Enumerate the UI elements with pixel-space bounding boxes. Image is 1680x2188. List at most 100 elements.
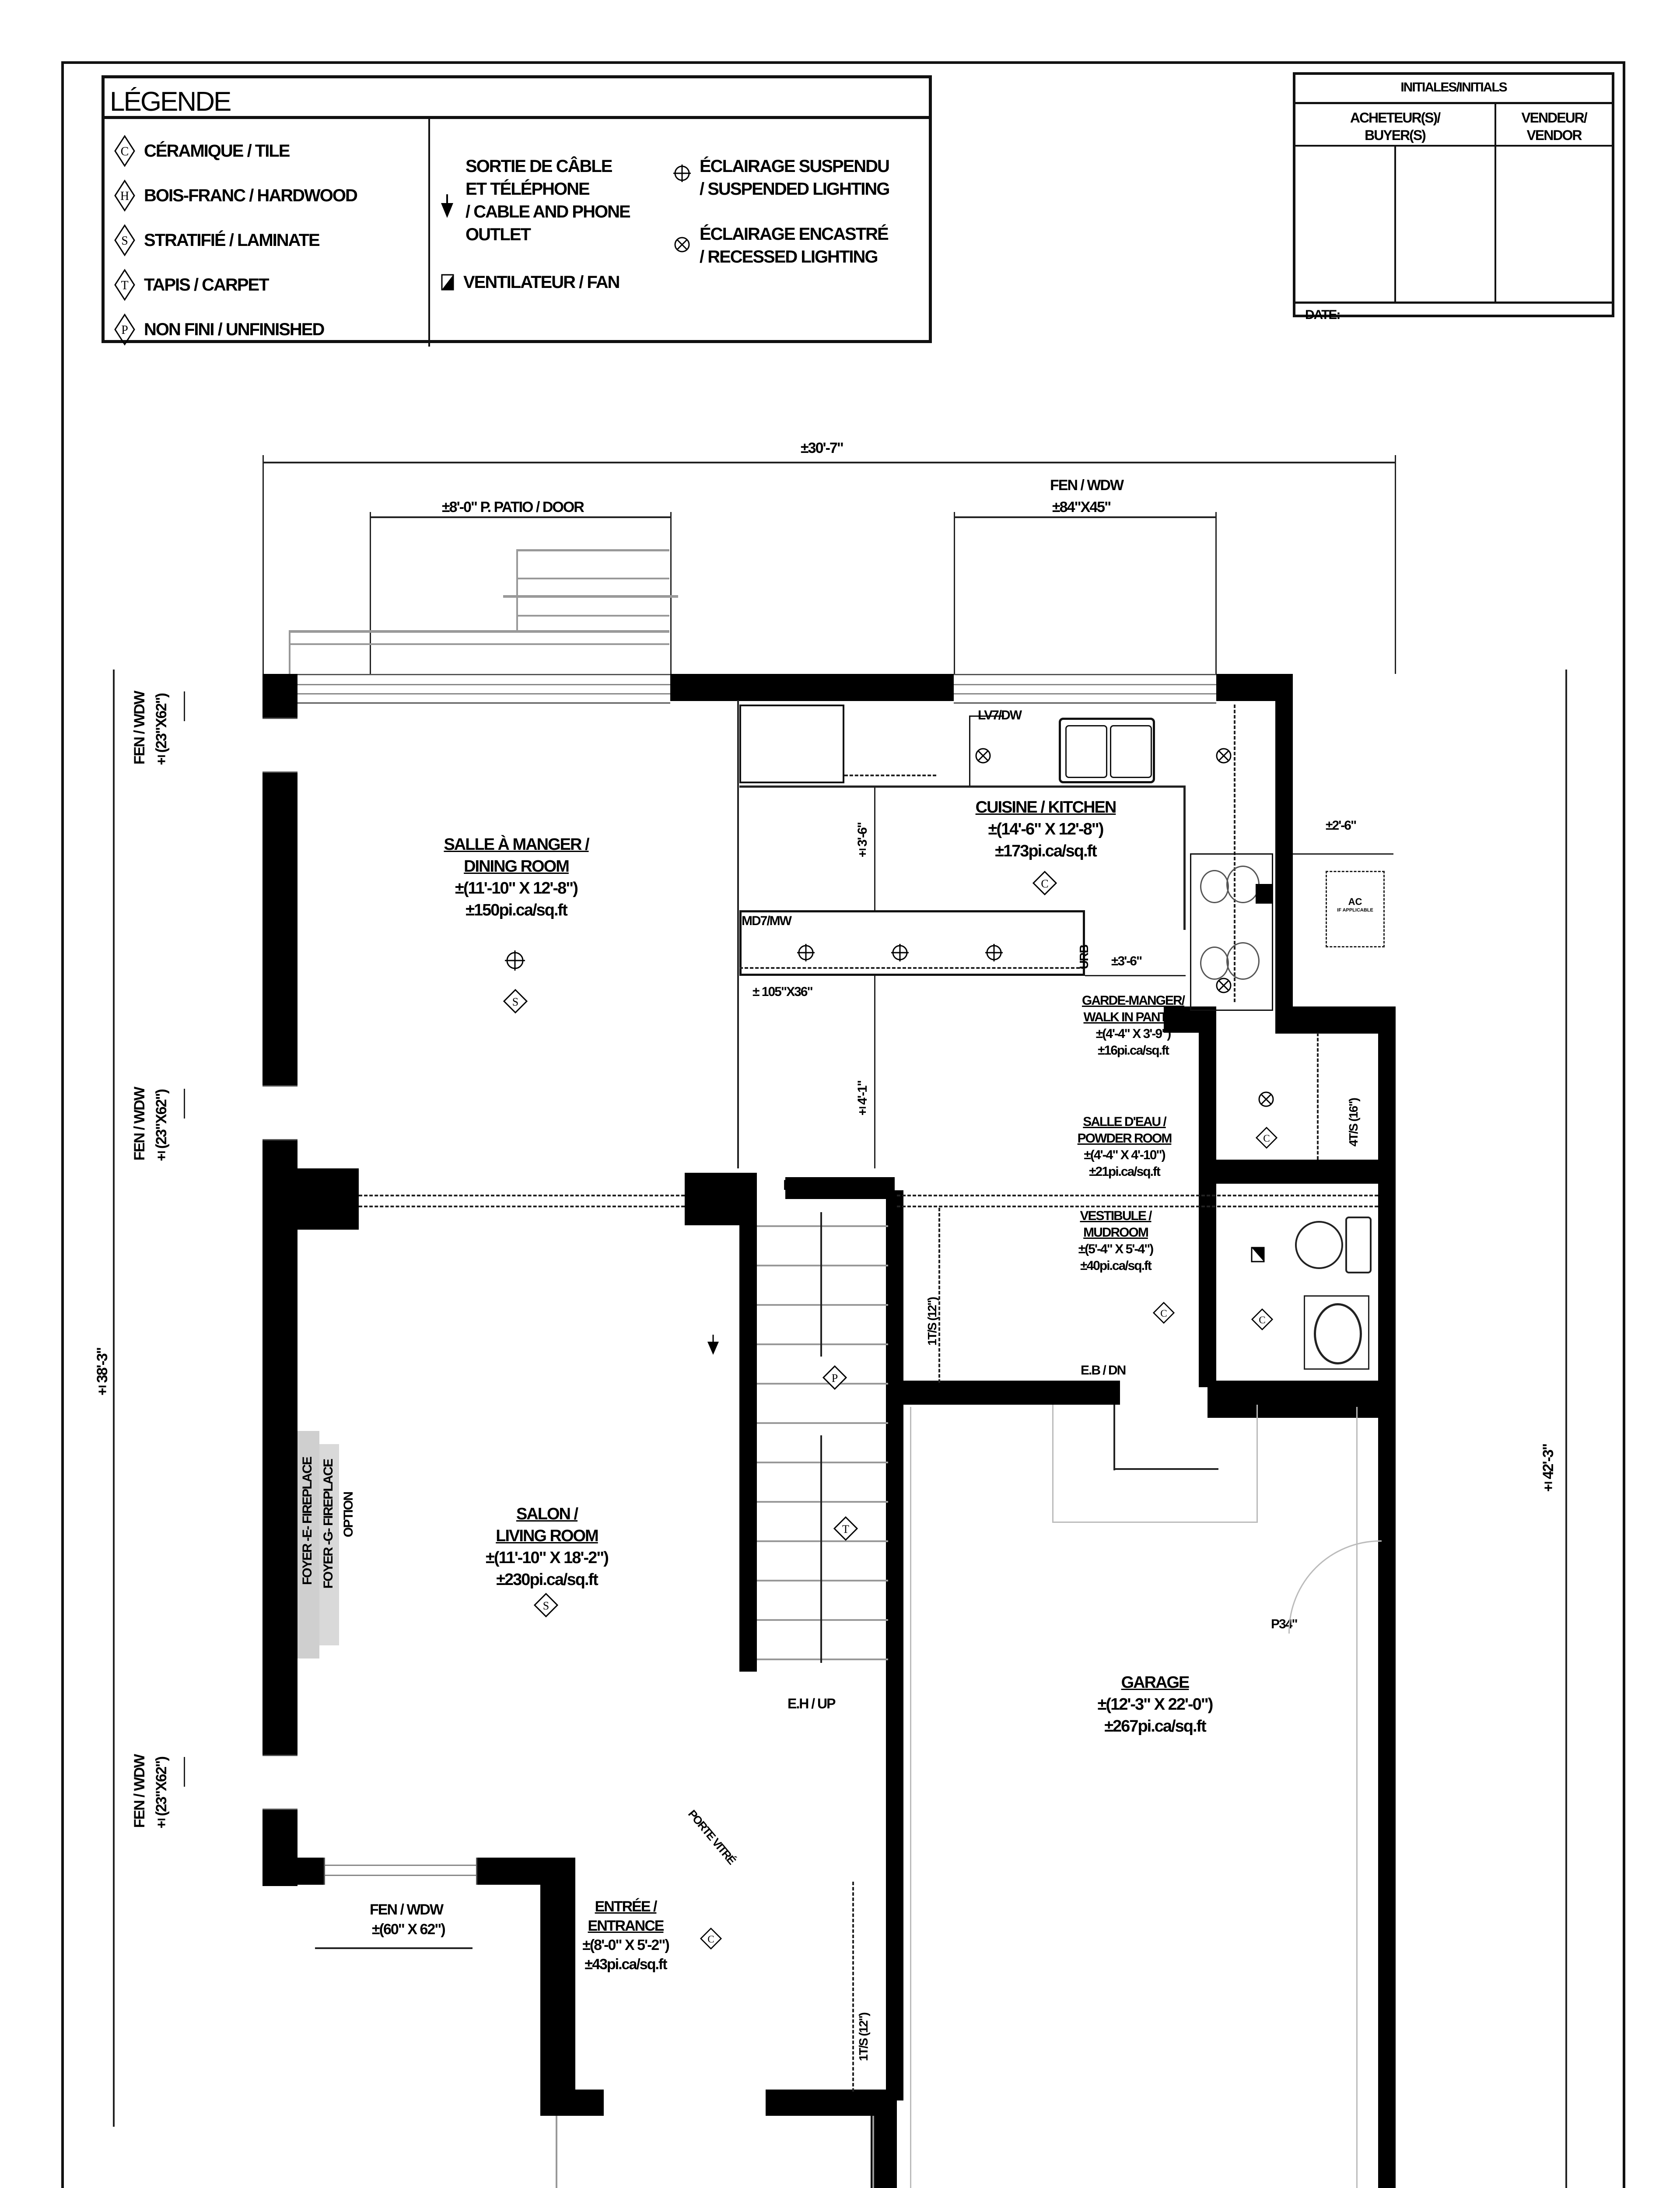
left-window-1-label: FEN / WDW [131, 691, 148, 765]
svg-text:T: T [842, 1523, 849, 1536]
garage-steps [1052, 1405, 1258, 1523]
room-pantry: GARDE-MANGER/ WALK IN PANTRY ±(4'-4" X 3… [1082, 993, 1185, 1058]
wall-stub-left [262, 1168, 298, 1230]
wall-dining-kitchen [737, 700, 739, 1168]
dim-line [874, 976, 875, 1168]
rear-window-label: FEN / WDW [1050, 477, 1124, 494]
svg-text:C: C [1041, 877, 1048, 890]
buyer-header: ACHETEUR(S)/ BUYER(S) [1350, 110, 1441, 143]
kitchen-clearance-2: ±3'-6" [1111, 954, 1142, 968]
svg-text:T: T [121, 279, 128, 292]
front-window-size: ±(60" X 62") [372, 1921, 446, 1938]
svg-text:S: S [121, 234, 128, 248]
ac-clearance-dim: ±2'-6" [1326, 818, 1357, 833]
beam-dashed-line [359, 1195, 685, 1196]
front-porch [556, 2116, 874, 2188]
svg-text:C: C [1263, 1133, 1270, 1144]
buyer-col-divider [1394, 145, 1396, 302]
overall-width-dim: ±30'-7" [801, 440, 844, 456]
wall-left [262, 674, 298, 1886]
wall-ac-corner [1275, 1006, 1396, 1034]
pantry-recessed-light-icon [1216, 978, 1232, 993]
stairs-up-label: E.H / UP [788, 1696, 836, 1711]
svg-text:S: S [512, 996, 518, 1008]
sheet-border [61, 61, 1625, 2188]
svg-text:P: P [832, 1372, 838, 1385]
dim-line [184, 1757, 185, 1787]
deck-line [289, 630, 669, 633]
hardwood-diamond-icon: H [114, 179, 135, 212]
ext-line [954, 512, 955, 674]
fireplace-electric [298, 1431, 319, 1659]
cabinet-dashed-line [844, 775, 936, 776]
left-window-3-size: ±(23"X62") [153, 1757, 170, 1832]
dishwasher [969, 715, 1004, 785]
overall-depth-right-dim-line [1565, 670, 1567, 2188]
legend-item-hardwood: H BOIS-FRANC / HARDWOOD [114, 173, 420, 218]
tile-diamond-icon: C [114, 135, 135, 167]
recessed-light-icon [674, 237, 690, 252]
cable-outlet-icon [441, 194, 453, 218]
stairs-down-label-2: E.B / DN [1081, 1363, 1126, 1378]
garage-side-door[interactable] [1288, 1540, 1382, 1634]
ext-line [1215, 512, 1217, 674]
svg-text:S: S [543, 1599, 549, 1612]
room-entrance: ENTRÉE / ENTRANCE ±(8'-0" X 5'-2") ±43pi… [582, 1898, 670, 1973]
ext-line [1395, 455, 1396, 674]
kitchen-clearance-1: ±3'-6" [855, 823, 870, 860]
left-window-1 [262, 718, 298, 773]
range [1190, 853, 1273, 1011]
legend-item-unfinished: P NON FINI / UNFINISHED [114, 307, 420, 352]
ext-line [670, 512, 672, 674]
fireplace-gas [319, 1444, 339, 1645]
initials-divider [1295, 102, 1612, 104]
dim-line [184, 691, 185, 721]
entrance-floor-tile-icon: C [700, 1927, 722, 1950]
porte-vitre-label: PORTE VITRÉ [686, 1807, 738, 1867]
wall-pantry-top [1164, 1006, 1216, 1033]
wall-stair-top [785, 1177, 895, 1199]
powder-recessed-light-icon [1258, 1091, 1274, 1107]
fireplace-option-label: OPTION [341, 1492, 356, 1538]
dim-line [184, 1089, 185, 1119]
wall-garage-front-left [871, 2090, 897, 2188]
rear-window-dim-line [954, 516, 1216, 518]
deck-line [289, 643, 669, 645]
range-hood-fan-icon [1256, 884, 1273, 904]
shelf-line [938, 1208, 940, 1383]
patio-door-opening[interactable] [298, 674, 670, 704]
step-line [516, 615, 669, 617]
wall-stair-column [685, 1173, 742, 1225]
laminate-diamond-icon: S [114, 224, 135, 256]
legend-title: LÉGENDE [110, 87, 231, 117]
deck-line [289, 630, 290, 674]
room-garage: GARAGE ±(12'-3" X 22'-0") ±267pi.ca/sq.f… [1097, 1673, 1214, 1736]
fireplace-e-label: FOYER -E- FIREPLACE [300, 1457, 315, 1585]
stair-floor-carpet-icon: T [833, 1516, 858, 1543]
beam-dashed-line [897, 1206, 1378, 1207]
living-floor-laminate-icon: S [533, 1592, 559, 1618]
wall-entry-left [540, 1858, 575, 2111]
staircase [757, 1199, 888, 1685]
wall-mudroom-bottom [897, 1381, 1120, 1405]
garage-inner-line [910, 1407, 911, 2188]
front-window [324, 1858, 477, 1885]
powder-fan-icon [1251, 1247, 1265, 1262]
initials-col-divider [1494, 102, 1496, 302]
legend-item-laminate: S STRATIFIÉ / LAMINATE [114, 218, 420, 263]
toilet [1295, 1221, 1343, 1269]
wall-garage-left [886, 1190, 903, 2100]
initials-date-divider [1295, 302, 1612, 304]
rear-window-size: ±84"X45" [1052, 499, 1111, 515]
legend-column-divider [428, 119, 430, 347]
initials-title: INITIALES/INITIALS [1400, 80, 1507, 95]
beam-dashed-line [359, 1206, 685, 1207]
overall-depth-left-dim: ±38'-3" [94, 1348, 111, 1399]
left-window-2-size: ±(23"X62") [153, 1090, 170, 1165]
step-line [516, 549, 669, 551]
overall-width-dim-line [262, 462, 1396, 463]
shelf-label-3: 4T/S (16") [1347, 1098, 1360, 1147]
legend-item-carpet: T TAPIS / CARPET [114, 263, 420, 307]
front-window-label: FEN / WDW [370, 1901, 444, 1918]
stairs-down-label-1: E.B / DN [783, 1177, 832, 1193]
